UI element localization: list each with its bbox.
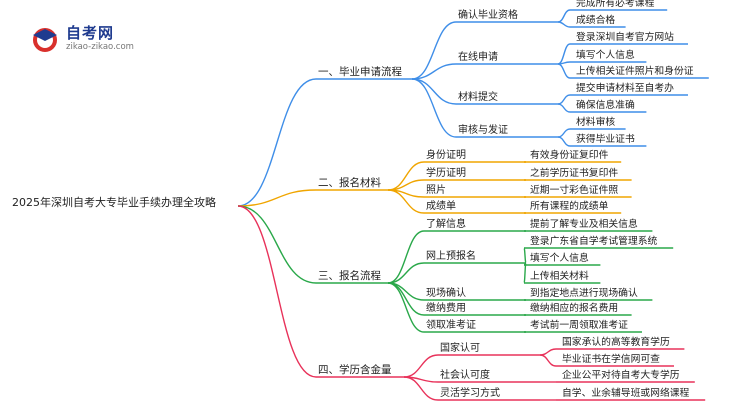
leaf-topic[interactable]: 成绩合格 [576,13,615,26]
leaf-topic[interactable]: 提前了解专业及相关信息 [530,217,638,230]
leaf-topic[interactable]: 到指定地点进行现场确认 [530,286,638,299]
leaf-topic[interactable]: 所有课程的成绩单 [530,199,609,212]
subtopic[interactable]: 网上预报名 [426,249,476,262]
subtopic-connector [387,189,425,214]
subtopic[interactable]: 身份证明 [426,148,466,161]
subtopic[interactable]: 现场确认 [426,286,466,299]
subtopic-connector [411,21,457,80]
leaf-topic[interactable]: 毕业证书在学信网可查 [562,352,660,365]
leaf-connector [557,43,571,65]
subtopic[interactable]: 学历证明 [426,166,466,179]
leaf-connector [557,136,571,147]
leaf-topic[interactable]: 之前学历证书复印件 [530,166,618,179]
leaf-topic[interactable]: 登录广东省自学考试管理系统 [530,234,658,247]
mindmap-connectors [237,9,709,401]
subtopic[interactable]: 国家认可 [440,341,480,354]
subtopic-connector [411,78,457,138]
leaf-topic[interactable]: 填写个人信息 [576,48,635,61]
graduation-cap-icon [33,28,57,52]
branch-topic[interactable]: 四、学历含金量 [318,363,392,376]
branch-connector [237,78,317,207]
leaf-topic[interactable]: 确保信息准确 [576,98,635,111]
leaf-topic[interactable]: 材料审核 [576,115,615,128]
leaf-topic[interactable]: 登录深圳自考官方网站 [576,30,674,43]
subtopic-connector [411,78,457,105]
logo-brand-text: 自考网 [66,24,115,42]
branch-topic[interactable]: 二、报名材料 [318,176,381,189]
subtopic-connector [387,262,425,284]
subtopic[interactable]: 确认毕业资格 [458,8,518,21]
leaf-topic[interactable]: 国家承认的高等教育学历 [562,335,670,348]
subtopic-connector [387,230,425,284]
leaf-connector [557,94,571,105]
leaf-topic[interactable]: 填写个人信息 [530,251,589,264]
subtopic[interactable]: 了解信息 [426,217,466,230]
leaf-topic[interactable]: 获得毕业证书 [576,132,635,145]
leaf-connector [557,103,571,113]
subtopic[interactable]: 灵活学习方式 [440,386,500,399]
leaf-topic[interactable]: 提交申请材料至自考办 [576,81,674,94]
leaf-topic[interactable]: 完成所有必考课程 [576,0,655,9]
leaf-topic[interactable]: 上传相关材料 [530,269,589,282]
leaf-connector [523,262,527,284]
leaf-connector [557,128,571,138]
branch-connector [237,205,317,378]
leaf-connector [539,354,557,367]
leaf-connector [523,247,527,264]
site-logo[interactable]: 自考网 zikao-zikao.com [30,20,150,56]
leaf-connector [557,9,571,23]
subtopic[interactable]: 成绩单 [426,199,456,212]
subtopic[interactable]: 领取准考证 [426,318,476,331]
leaf-connector [557,63,571,79]
leaf-topic[interactable]: 缴纳相应的报名费用 [530,301,618,314]
mindmap-nodes: 2025年深圳自考大专毕业手续办理全攻略 一、毕业申请流程 确认毕业资格 完成所有必考… [12,0,694,399]
leaf-connector [539,348,557,356]
subtopic[interactable]: 材料提交 [458,90,498,103]
logo-url-text: zikao-zikao.com [66,42,134,52]
subtopic-connector [387,161,425,191]
leaf-topic[interactable]: 自学、业余辅导班或网络课程 [562,386,690,399]
subtopic[interactable]: 社会认可度 [440,368,490,381]
leaf-topic[interactable]: 企业公平对待自考大专学历 [562,368,680,381]
branch-topic[interactable]: 一、毕业申请流程 [318,65,402,78]
subtopic-connector [387,282,425,333]
branch-connector [237,189,317,207]
subtopic[interactable]: 审核与发证 [458,123,508,136]
subtopic-connector [403,376,439,401]
root-topic[interactable]: 2025年深圳自考大专毕业手续办理全攻略 [12,195,216,209]
leaf-topic[interactable]: 考试前一周领取准考证 [530,318,628,331]
leaf-connector [557,21,571,28]
subtopic[interactable]: 缴纳费用 [426,301,466,314]
subtopic[interactable]: 照片 [426,183,446,196]
leaf-topic[interactable]: 近期一寸彩色证件照 [530,183,618,196]
leaf-topic[interactable]: 有效身份证复印件 [530,148,609,161]
subtopic[interactable]: 在线申请 [458,50,498,63]
subtopic-connector [411,63,457,80]
subtopic-connector [403,354,439,378]
leaf-topic[interactable]: 上传相关证件照片和身份证 [576,64,694,77]
branch-connector [237,205,317,284]
branch-topic[interactable]: 三、报名流程 [318,269,381,282]
